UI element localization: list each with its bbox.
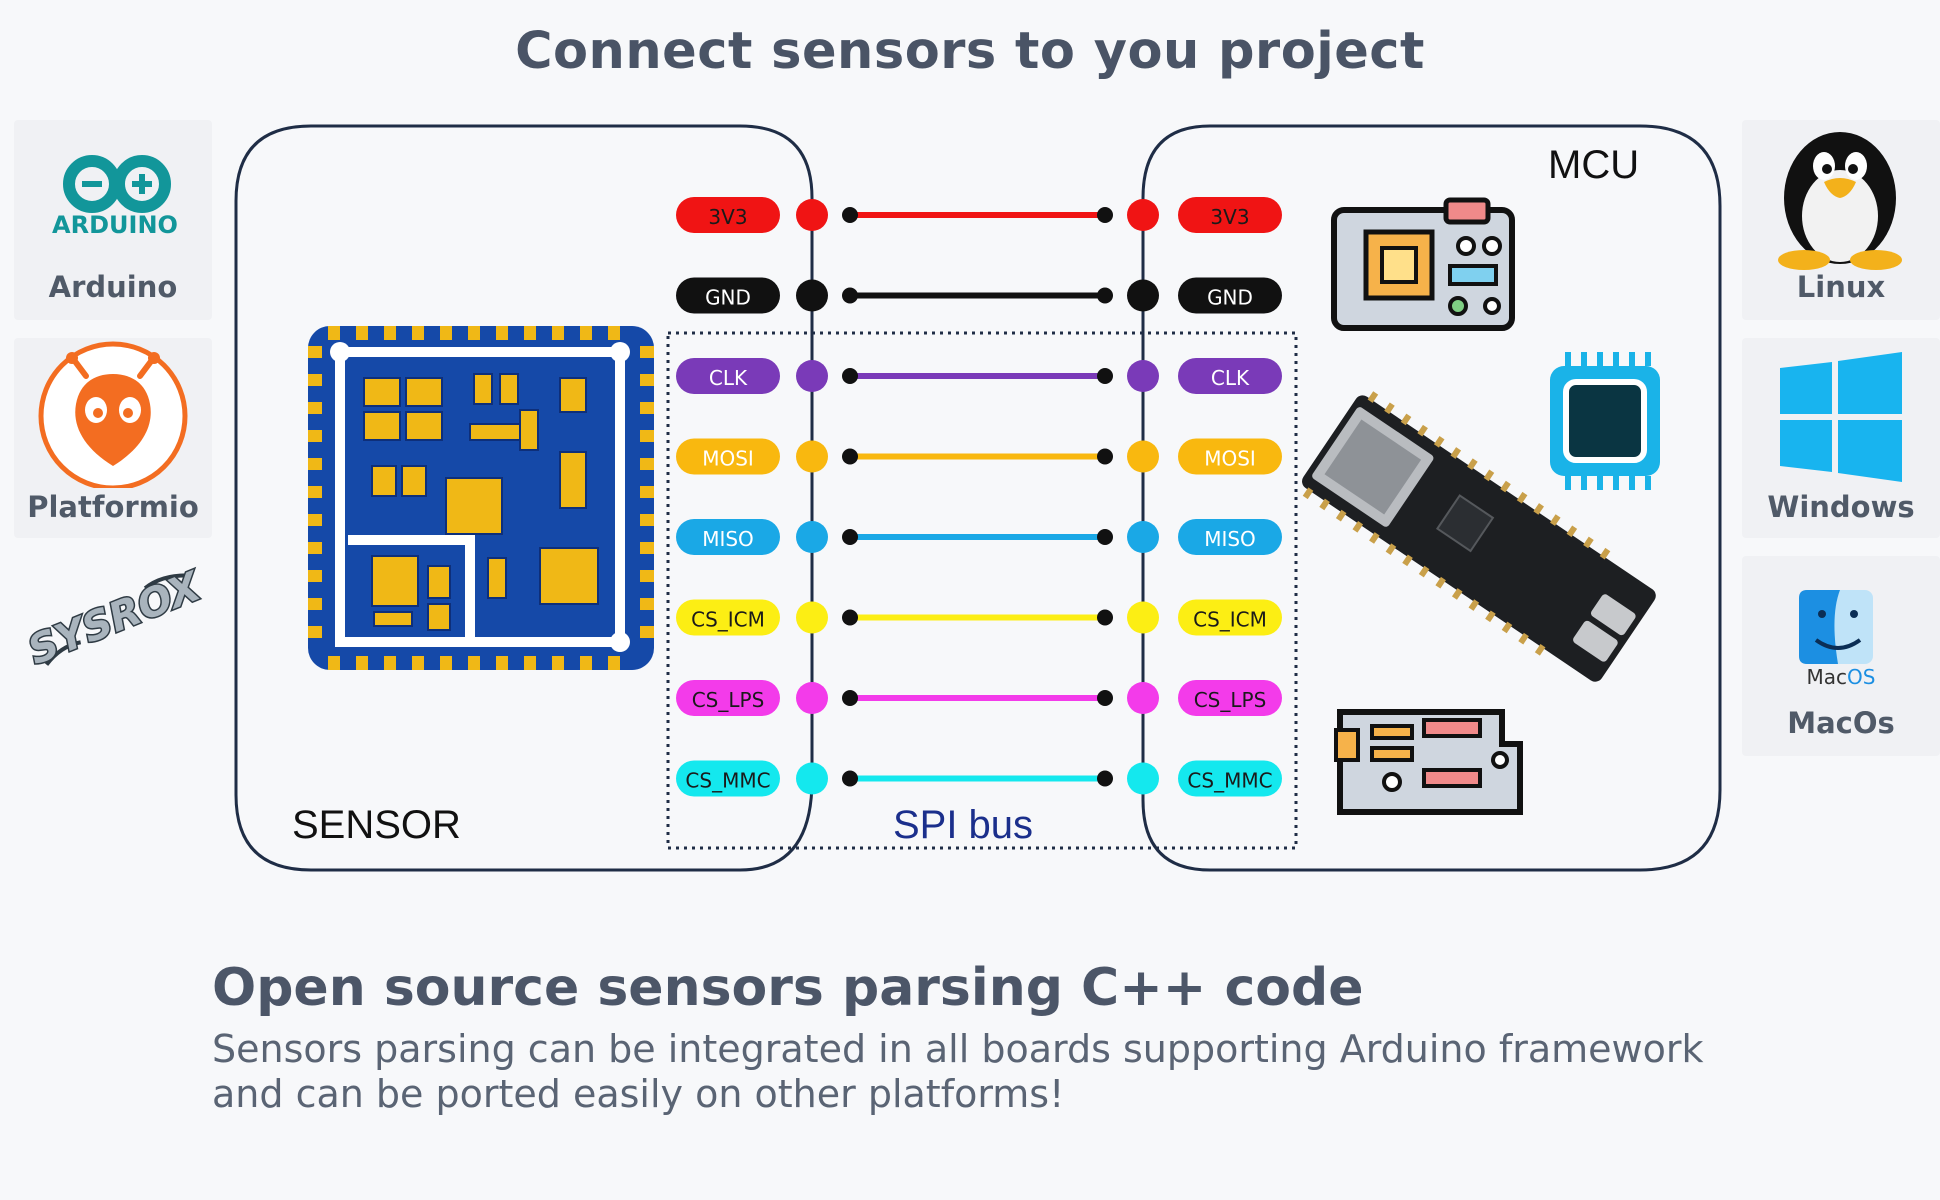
wire-start-cs-icm xyxy=(842,609,858,626)
arduino-logo-icon: ARDUINO xyxy=(52,155,178,239)
platform-label-macos: MacOs xyxy=(1787,706,1895,740)
sensor-pin-pill-clk xyxy=(676,358,780,394)
mcu-pin-pill-miso xyxy=(1178,519,1282,555)
sensor-pin-label-cs-mmc: CS_MMC xyxy=(685,769,770,793)
mcu-pin-label-miso: MISO xyxy=(1204,527,1256,551)
board-icon xyxy=(1331,197,1515,331)
wire-end-cs-lps xyxy=(1097,690,1113,706)
mcu-pin-dot-cs-icm xyxy=(1127,601,1159,634)
wire-end-miso xyxy=(1097,529,1113,545)
mcu-box xyxy=(1141,124,1722,872)
mcu-pin-pill-clk xyxy=(1178,358,1282,394)
mcu-pin-dot-mosi xyxy=(1127,440,1159,473)
platform-label-platformio: Platformio xyxy=(27,490,199,524)
mcu-pin-pill-gnd xyxy=(1178,277,1282,314)
mcu-label: MCU xyxy=(1548,143,1639,187)
platform-card-windows: Windows xyxy=(1742,338,1940,538)
sensor-pin-label-gnd: GND xyxy=(705,286,751,310)
mcu-pin-label-mosi: MOSI xyxy=(1204,447,1256,471)
platformio-alien-icon xyxy=(38,341,188,491)
wire-start-3v3 xyxy=(842,207,858,223)
mcu-pin-label-cs-icm: CS_ICM xyxy=(1193,608,1267,632)
mcu-pin-dot-miso xyxy=(1127,521,1159,553)
wire-start-cs-mmc xyxy=(842,770,858,787)
wire-end-cs-icm xyxy=(1097,609,1113,626)
sensor-pin-dot-mosi xyxy=(796,440,828,473)
spi-bus-box xyxy=(666,331,1298,850)
mcu-pin-pill-cs-icm xyxy=(1178,599,1282,636)
wire-start-clk xyxy=(842,368,858,384)
sensor-pin-dot-cs-icm xyxy=(796,601,828,634)
mcu-pin-pill-cs-mmc xyxy=(1178,760,1282,797)
sensor-pin-label-clk: CLK xyxy=(709,366,748,390)
wire-end-mosi xyxy=(1097,448,1113,465)
wire-end-cs-mmc xyxy=(1097,770,1113,787)
esp32-devkit-icon xyxy=(1302,391,1656,682)
section-body: Sensors parsing can be integrated in all… xyxy=(212,1027,1704,1116)
spi-bus-label: SPI bus xyxy=(893,803,1033,847)
sensor-pin-pill-cs-mmc xyxy=(676,760,780,797)
mcu-pin-dot-3v3 xyxy=(1127,199,1159,231)
wire-start-cs-lps xyxy=(842,690,858,706)
mcu-pin-pill-3v3 xyxy=(1178,197,1282,233)
tux-penguin-icon xyxy=(1778,132,1902,270)
mac-finder-icon: MacOS xyxy=(1799,590,1876,689)
sensor-label: SENSOR xyxy=(292,803,461,847)
chip-icon xyxy=(1550,352,1660,490)
mcu-pin-label-clk: CLK xyxy=(1211,366,1250,390)
sensor-pin-dot-gnd xyxy=(796,279,828,312)
sysrox-logo-card: SYSROX xyxy=(14,558,214,678)
sensor-pin-dot-3v3 xyxy=(796,199,828,231)
sensor-pin-label-cs-lps: CS_LPS xyxy=(692,688,765,712)
mcu-pin-label-3v3: 3V3 xyxy=(1210,205,1249,229)
circuit-board-icon xyxy=(1334,709,1523,815)
mcu-pin-label-cs-lps: CS_LPS xyxy=(1194,688,1267,712)
sensor-pin-label-3v3: 3V3 xyxy=(708,205,747,229)
mcu-pin-pill-mosi xyxy=(1178,438,1282,475)
sensor-pcb-icon xyxy=(308,326,654,670)
sensor-pin-pill-cs-icm xyxy=(676,599,780,636)
sensor-pin-label-miso: MISO xyxy=(702,527,754,551)
wire-start-gnd xyxy=(842,287,858,304)
sensor-pin-label-cs-icm: CS_ICM xyxy=(691,608,765,632)
platform-label-windows: Windows xyxy=(1767,490,1915,524)
windows-logo-icon xyxy=(1780,352,1902,482)
platform-card-linux: Linux xyxy=(1742,120,1940,320)
sensor-pin-pill-mosi xyxy=(676,438,780,475)
sensor-pin-pill-gnd xyxy=(676,277,780,314)
platform-card-arduino: ARDUINO Arduino xyxy=(14,120,212,320)
sensor-pin-dot-clk xyxy=(796,360,828,392)
sensor-pin-pill-miso xyxy=(676,519,780,555)
mcu-pin-dot-cs-lps xyxy=(1127,682,1159,714)
sensor-pin-dot-cs-mmc xyxy=(796,762,828,795)
mcu-pin-dot-clk xyxy=(1127,360,1159,392)
sensor-box xyxy=(234,124,814,872)
platform-label-linux: Linux xyxy=(1796,270,1886,304)
mcu-pin-dot-gnd xyxy=(1127,279,1159,312)
mcu-pin-label-cs-mmc: CS_MMC xyxy=(1187,769,1272,793)
mcu-pin-label-gnd: GND xyxy=(1207,286,1253,310)
arduino-logo-text: ARDUINO xyxy=(52,211,178,239)
wire-end-clk xyxy=(1097,368,1113,384)
sysrox-logo-icon: SYSROX xyxy=(20,561,210,675)
wire-end-3v3 xyxy=(1097,207,1113,223)
sensor-pin-dot-cs-lps xyxy=(796,682,828,714)
page-title: Connect sensors to you project xyxy=(515,22,1425,81)
macos-logo-text: MacOS xyxy=(1807,665,1876,686)
sensor-pin-pill-3v3 xyxy=(676,197,780,233)
platform-card-macos: MacOS MacOs xyxy=(1742,556,1940,756)
spi-connection-diagram: SENSOR MCU SPI bus xyxy=(234,124,1722,872)
platform-card-platformio: Platformio xyxy=(14,338,212,538)
sensor-pin-label-mosi: MOSI xyxy=(702,447,754,471)
platform-label-arduino: Arduino xyxy=(48,270,178,304)
mcu-pin-dot-cs-mmc xyxy=(1127,762,1159,795)
sensor-pin-pill-cs-lps xyxy=(676,680,780,716)
section-heading: Open source sensors parsing C++ code xyxy=(212,958,1364,1018)
wire-end-gnd xyxy=(1097,287,1113,304)
wire-start-mosi xyxy=(842,448,858,465)
mcu-pin-pill-cs-lps xyxy=(1178,680,1282,716)
wire-start-miso xyxy=(842,529,858,545)
sensor-pin-dot-miso xyxy=(796,521,828,553)
